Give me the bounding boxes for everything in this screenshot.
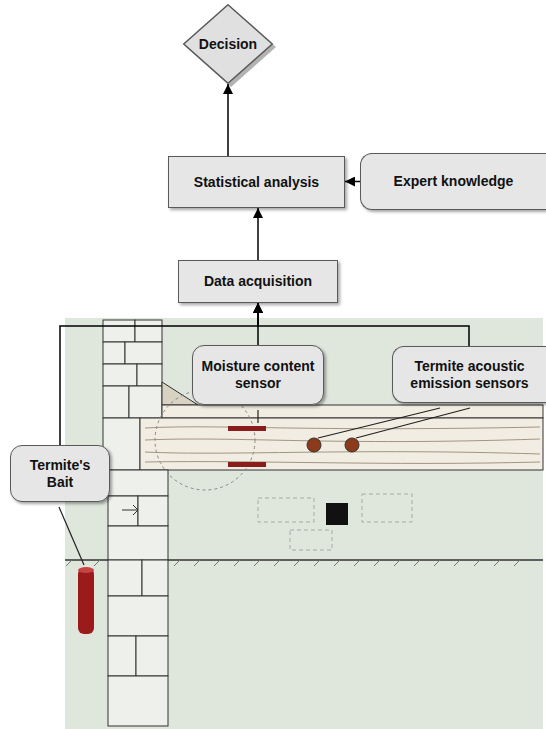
foundation-stone	[108, 596, 168, 636]
node-text: Decision	[199, 36, 257, 53]
wall-stone	[103, 386, 129, 418]
wall-stone	[103, 342, 125, 364]
leader-line	[59, 507, 84, 565]
wall-stone	[129, 386, 162, 418]
illustration-ground	[65, 318, 543, 729]
sensor-label-box: Termite acoustic emission sensors	[392, 346, 546, 403]
node-text: Termite's Bait	[19, 457, 101, 491]
ground-line	[65, 559, 543, 561]
moisture-sensor-plate	[228, 426, 266, 431]
node-text: Moisture content sensor	[201, 358, 315, 392]
bait-station	[78, 568, 94, 634]
foundation-stone	[108, 496, 138, 526]
foundation-stone	[108, 636, 136, 676]
floor-board	[162, 405, 543, 418]
faint-stone	[258, 498, 314, 522]
wall-stone	[137, 364, 162, 386]
vent-hole	[326, 503, 348, 525]
input-box: Expert knowledge	[360, 153, 546, 210]
bait-label-box: Termite's Bait	[10, 445, 110, 502]
faint-stone	[362, 494, 412, 522]
ground-hatch	[66, 560, 520, 566]
decision-diamond: Decision	[183, 4, 273, 84]
leader-line	[257, 410, 258, 423]
wall-stone	[103, 364, 137, 386]
leader-line	[318, 408, 440, 438]
foundation-stone	[136, 636, 168, 676]
wall-stone	[135, 320, 162, 342]
wall-stone	[103, 320, 135, 342]
leader-line	[356, 408, 470, 438]
process-box: Statistical analysis	[168, 156, 345, 208]
process-box: Data acquisition	[178, 260, 338, 303]
connector-arrow	[227, 84, 229, 156]
faint-stone	[290, 530, 332, 550]
foundation-stone	[108, 560, 142, 596]
acoustic-sensor	[307, 438, 321, 452]
bait-station-top	[78, 567, 94, 573]
node-text: Data acquisition	[204, 273, 312, 290]
foundation-stone	[108, 526, 168, 560]
foundation-stone	[108, 676, 168, 726]
connector-arrow	[345, 181, 360, 183]
foundation-stone	[138, 496, 168, 526]
connector-arrow	[257, 208, 259, 260]
node-text: Termite acoustic emission sensors	[401, 358, 538, 392]
wooden-beam	[140, 418, 543, 470]
connector-arrow	[258, 303, 469, 346]
foundation-stone	[142, 560, 168, 596]
wall-stone	[125, 342, 162, 364]
moisture-sensor-plate	[228, 462, 266, 467]
sensor-label-box: Moisture content sensor	[192, 345, 324, 405]
acoustic-sensor	[345, 438, 359, 452]
diamond-shape	[184, 5, 273, 84]
vent-arrow	[122, 505, 138, 515]
foundation-stone	[108, 470, 168, 496]
detail-circle	[155, 390, 255, 490]
node-text: Statistical analysis	[194, 174, 319, 191]
node-text: Expert knowledge	[394, 173, 514, 190]
